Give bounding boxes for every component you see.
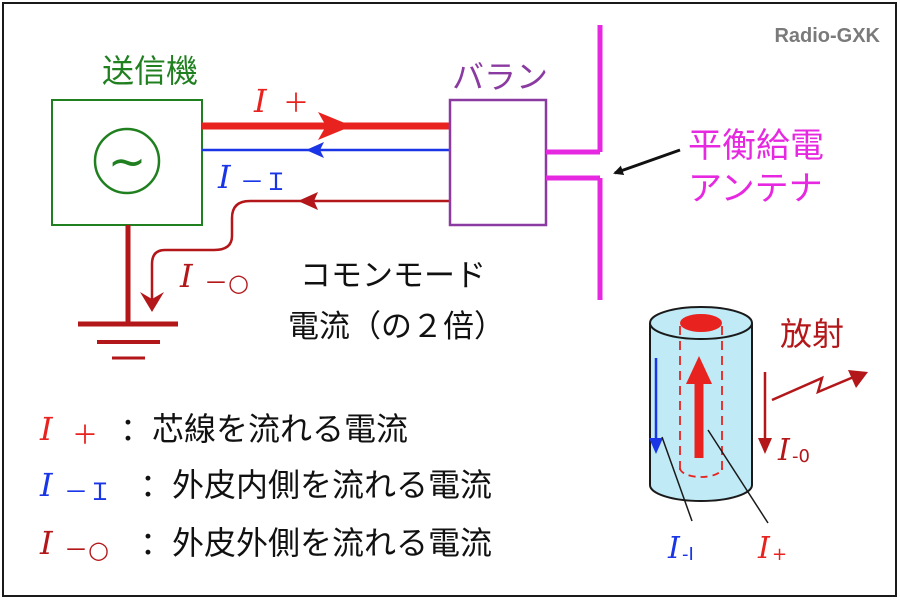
cable-outer-symbol: I: [777, 433, 791, 468]
plus-current-symbol: I: [253, 82, 268, 120]
outer-current-arrow: [298, 192, 318, 210]
transmitter-label: 送信機: [102, 52, 198, 90]
legend-plus-text: ：芯線を流れる電流: [120, 410, 408, 448]
plus-current-subscript: ＋: [283, 89, 309, 119]
shield-dash-bottom: [679, 467, 723, 478]
radiation-arrowhead: [848, 370, 868, 388]
legend-inner-subscript: －Ｉ: [64, 478, 112, 506]
balun-box: [448, 98, 548, 227]
inner-label-leader: [661, 436, 693, 522]
cable-plus-symbol: I: [757, 531, 771, 566]
center-current-arrowhead: [686, 356, 712, 384]
radiation-zigzag: [771, 374, 857, 402]
outer-current-symbol: I: [179, 257, 194, 295]
plus-current-arrow: [318, 112, 352, 140]
antenna-label-line2: アンテナ: [688, 169, 823, 209]
antenna-pointer-arrow: [613, 148, 681, 176]
radiation-label: 放射: [780, 315, 844, 353]
tilde-symbol: ~: [108, 134, 147, 188]
cable-outer-subscript: -0: [792, 446, 810, 467]
outer-current-path: [150, 199, 304, 300]
legend-outer-symbol: I: [39, 524, 54, 562]
legend-plus-symbol: I: [39, 410, 54, 448]
inner-shield-current-arrowhead: [649, 438, 663, 454]
outer-current-down-arrow: [140, 292, 164, 312]
cable-plus-subscript: +: [772, 544, 787, 565]
legend-plus-subscript: ＋: [72, 421, 98, 451]
legend-inner-symbol: I: [39, 466, 54, 504]
legend-inner-text-visible: ：外皮内側を流れる電流: [140, 466, 492, 504]
transmitter-box: [51, 99, 203, 226]
outer-current-subscript: －○: [204, 269, 249, 297]
antenna-label-line1: 平衡給電: [688, 126, 824, 166]
cable-inner-subscript: -I: [682, 544, 694, 565]
legend: I ＋ ：芯線を流れる電流 I －Ｉ ：外皮外側を流れる電流 ：外皮内側を流れる…: [39, 410, 492, 564]
coax-cable-illustration: I -I I + I -0 放射: [649, 306, 868, 566]
legend-outer-text: ：外皮外側を流れる電流: [140, 524, 492, 562]
outer-shield-current-arrowhead: [758, 438, 772, 454]
balun-label: バラン: [452, 58, 548, 96]
inner-current-subscript: －Ｉ: [240, 168, 288, 196]
plus-label-leader: [707, 429, 769, 524]
common-mode-line1: コモンモード: [300, 258, 486, 294]
common-mode-line2: 電流（の２倍）: [288, 309, 505, 345]
watermark: Radio-GXK: [774, 25, 880, 47]
inner-current-arrow: [306, 142, 324, 158]
ac-source-icon: [93, 127, 161, 195]
cable-inner-symbol: I: [667, 531, 681, 566]
legend-outer-subscript: －○: [64, 536, 109, 564]
center-conductor-top: [680, 314, 722, 332]
inner-current-symbol: I: [217, 158, 232, 196]
